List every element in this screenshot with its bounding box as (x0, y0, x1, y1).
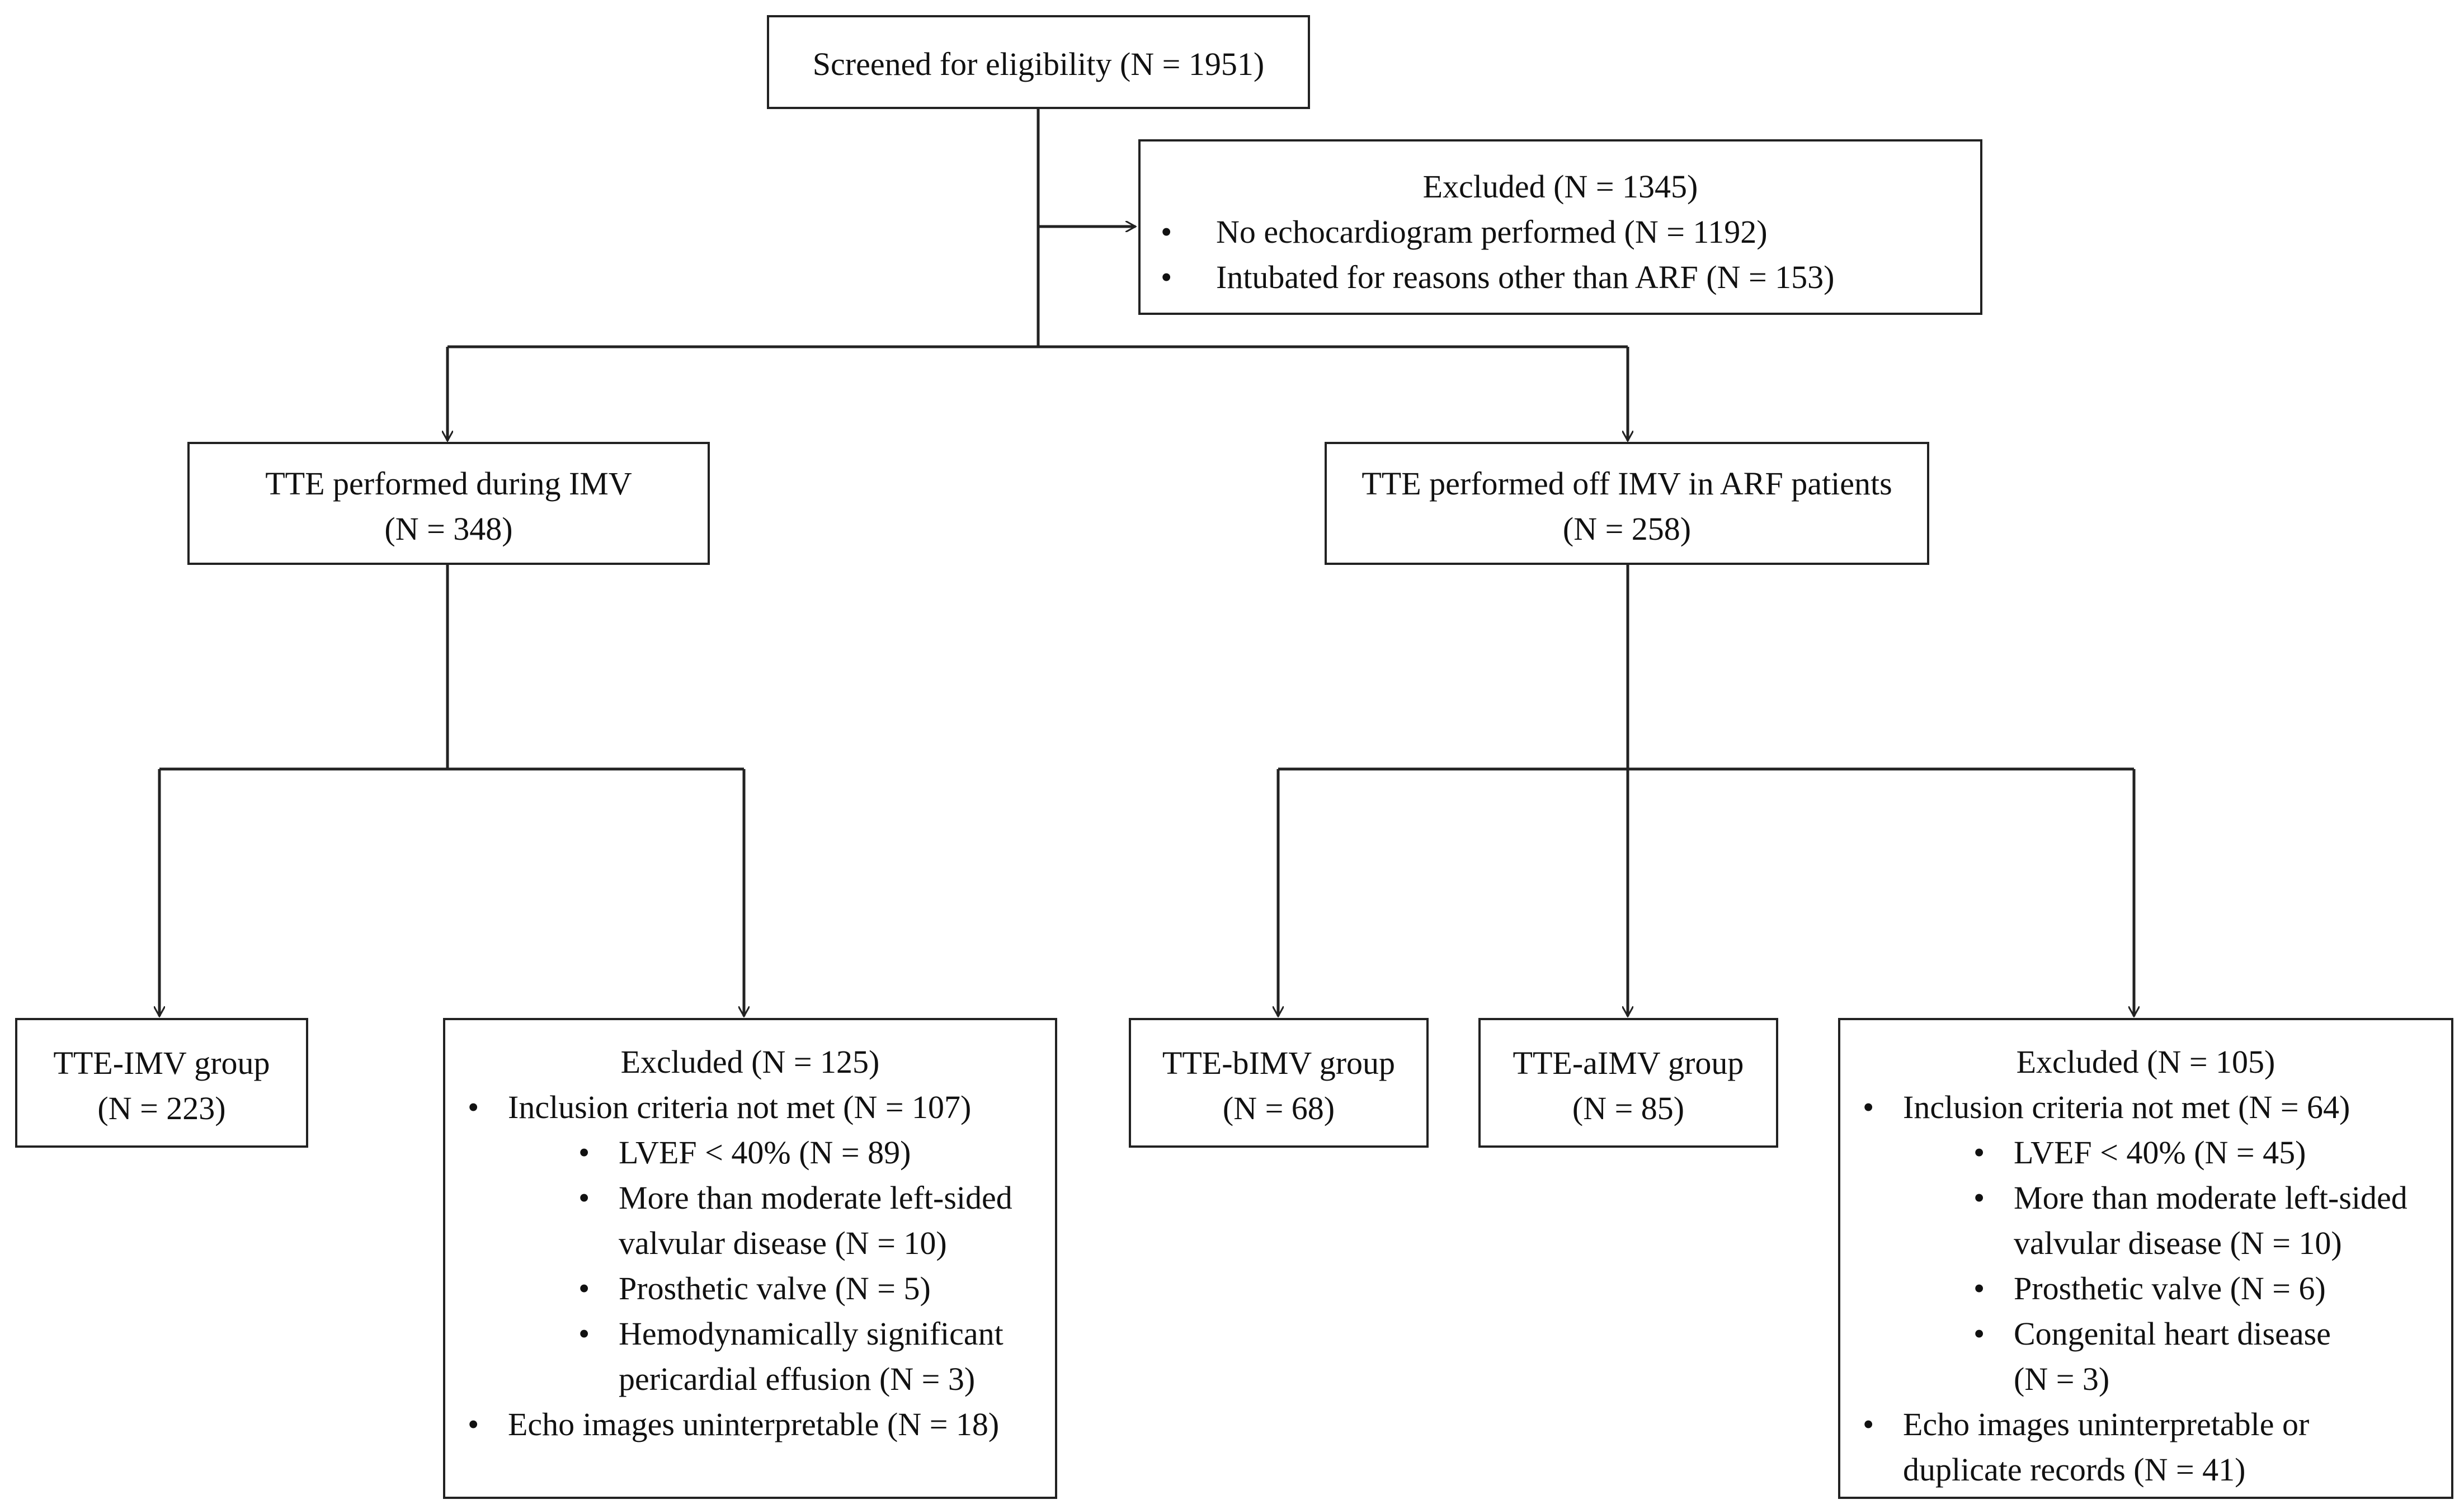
excluded-top-item-text: Intubated for reasons other than ARF (N … (1216, 259, 1835, 295)
screened-box: Screened for eligibility (N = 1951) (767, 15, 1310, 109)
excluded-right-subitem: • LVEF < 40% (N = 45) (1840, 1130, 2451, 1175)
tte-bimv-group-label: TTE-bIMV group (1162, 1045, 1396, 1081)
tte-imv-group-label: TTE-IMV group (53, 1045, 270, 1081)
excluded-left-subitem: • More than moderate left-sided valvular… (445, 1175, 1055, 1266)
tte-off-imv-box: TTE performed off IMV in ARF patients (N… (1325, 442, 1929, 565)
tte-aimv-group-count: (N = 85) (1572, 1090, 1685, 1126)
subitem-text: Hemodynamically significant (619, 1315, 1003, 1352)
bullet: • (468, 1089, 479, 1125)
subitem-text: LVEF < 40% (N = 89) (619, 1134, 911, 1171)
tte-imv-group-count: (N = 223) (97, 1090, 226, 1126)
tte-bimv-group-box: TTE-bIMV group (N = 68) (1129, 1018, 1429, 1148)
excluded-top-box: Excluded (N = 1345) • No echocardiogram … (1138, 139, 1982, 315)
tte-aimv-group-label: TTE-aIMV group (1513, 1045, 1744, 1081)
bullet: • (578, 1134, 590, 1171)
screened-text: Screened for eligibility (N = 1951) (812, 46, 1265, 82)
excluded-right-other-text: duplicate records (N = 41) (1903, 1451, 2246, 1488)
excluded-right-subitem: • Congenital heart disease (N = 3) (1840, 1311, 2451, 1402)
subitem-text: Prosthetic valve (N = 5) (619, 1270, 931, 1307)
bullet: • (1863, 1406, 1874, 1442)
excluded-top-item: • Intubated for reasons other than ARF (… (1141, 254, 1980, 300)
subitem-text: pericardial effusion (N = 3) (619, 1361, 976, 1397)
bullet: • (1973, 1270, 1985, 1307)
excluded-top-item-text: No echocardiogram performed (N = 1192) (1216, 214, 1768, 250)
bullet: • (1973, 1315, 1985, 1352)
excluded-right-title: Excluded (N = 105) (2016, 1044, 2275, 1080)
tte-during-imv-box: TTE performed during IMV (N = 348) (187, 442, 710, 565)
excluded-left-criteria: • Inclusion criteria not met (N = 107) (445, 1084, 1055, 1130)
bullet: • (1973, 1134, 1985, 1171)
excluded-left-criteria-text: Inclusion criteria not met (N = 107) (508, 1089, 972, 1125)
subitem-text: valvular disease (N = 10) (619, 1225, 947, 1261)
excluded-left-subitem: • Prosthetic valve (N = 5) (445, 1266, 1055, 1311)
excluded-right-box: Excluded (N = 105) • Inclusion criteria … (1838, 1018, 2453, 1499)
subitem-text: More than moderate left-sided (2014, 1180, 2408, 1216)
subitem-text: Prosthetic valve (N = 6) (2014, 1270, 2326, 1307)
excluded-left-box: Excluded (N = 125) • Inclusion criteria … (443, 1018, 1057, 1499)
bullet: • (1161, 214, 1172, 250)
excluded-left-subitem: • Hemodynamically significant pericardia… (445, 1311, 1055, 1402)
bullet: • (578, 1315, 590, 1352)
excluded-left-other-text: Echo images uninterpretable (N = 18) (508, 1406, 1000, 1442)
excluded-right-criteria-text: Inclusion criteria not met (N = 64) (1903, 1089, 2350, 1125)
subitem-text: More than moderate left-sided (619, 1180, 1012, 1216)
excluded-right-subitem: • More than moderate left-sided valvular… (1840, 1175, 2451, 1266)
subitem-text: LVEF < 40% (N = 45) (2014, 1134, 2306, 1171)
excluded-top-title: Excluded (N = 1345) (1422, 168, 1698, 205)
bullet: • (1863, 1089, 1874, 1125)
bullet: • (578, 1270, 590, 1307)
excluded-top-item: • No echocardiogram performed (N = 1192) (1141, 209, 1980, 254)
excluded-right-other-text: Echo images uninterpretable or (1903, 1406, 2310, 1442)
excluded-left-other: • Echo images uninterpretable (N = 18) (445, 1402, 1055, 1447)
excluded-left-title: Excluded (N = 125) (620, 1044, 880, 1080)
subitem-text: (N = 3) (2014, 1361, 2110, 1397)
subitem-text: valvular disease (N = 10) (2014, 1225, 2342, 1261)
tte-during-imv-label: TTE performed during IMV (265, 465, 632, 502)
tte-imv-group-box: TTE-IMV group (N = 223) (15, 1018, 308, 1148)
excluded-left-subitem: • LVEF < 40% (N = 89) (445, 1130, 1055, 1175)
tte-during-imv-count: (N = 348) (384, 511, 513, 547)
tte-aimv-group-box: TTE-aIMV group (N = 85) (1478, 1018, 1778, 1148)
excluded-right-subitem: • Prosthetic valve (N = 6) (1840, 1266, 2451, 1311)
bullet: • (1161, 259, 1172, 295)
tte-bimv-group-count: (N = 68) (1222, 1090, 1335, 1126)
bullet: • (468, 1406, 479, 1442)
excluded-right-criteria: • Inclusion criteria not met (N = 64) (1840, 1084, 2451, 1130)
bullet: • (1973, 1180, 1985, 1216)
tte-off-imv-count: (N = 258) (1562, 511, 1692, 547)
excluded-right-other: • Echo images uninterpretable or duplica… (1840, 1402, 2451, 1492)
tte-off-imv-label: TTE performed off IMV in ARF patients (1361, 465, 1892, 502)
subitem-text: Congenital heart disease (2014, 1315, 2331, 1352)
bullet: • (578, 1180, 590, 1216)
